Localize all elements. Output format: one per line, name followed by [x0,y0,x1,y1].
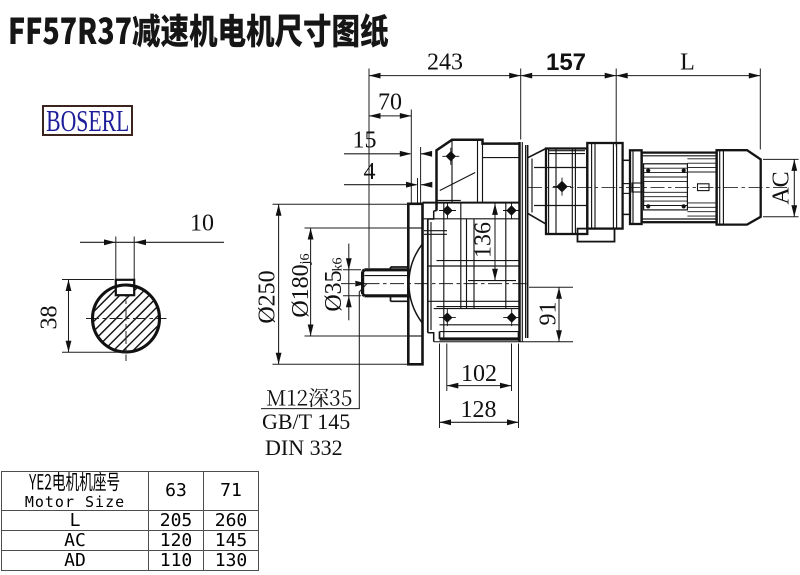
table-header-label-cell: Motor Size [1,471,149,511]
dim-spigot-fit: j6 [298,254,313,266]
row-value: 205 [148,510,204,531]
row-value: 120 [148,530,204,551]
dim-flange-dia: Ø250 [255,270,281,323]
thread-note [266,388,352,408]
motor-size-table: Motor Size 63 71 L 205 260 AC 120 145 AD… [1,471,259,571]
row-value: 110 [148,550,204,571]
motor [628,149,762,226]
table-row-L: L 205 260 [1,510,259,531]
bolt-hole-marker [503,202,520,219]
bolt-hole-marker [438,309,456,327]
dim-157: 157 [546,49,586,76]
dim-38-lines [62,279,127,353]
brand-logo: BOSERL [41,102,133,138]
keyway-slot [114,278,136,297]
dim-shaft-dia: Ø35 [321,270,347,311]
table-col-63: 63 [148,471,204,511]
dim-4: 4 [364,159,376,185]
row-value: 260 [203,510,259,531]
dimension-arrows [275,72,798,426]
din-standard-note: DIN 332 [265,435,343,460]
dim-spigot-dia: Ø180 [288,264,314,317]
gb-standard-note: GB/T 145 [262,409,350,434]
tie-rod-mark [646,204,651,209]
motor-size-label-en: Motor Size [24,493,126,511]
brand-logo-text: BOSERL [45,102,129,138]
row-label: AD [1,550,149,571]
dim-38: 38 [37,306,63,330]
dim-10: 10 [190,211,214,237]
row-label: AC [1,530,149,551]
row-value: 145 [203,530,259,551]
shaft-section-detail [62,236,224,361]
tie-rod-mark [681,168,686,173]
row-value: 130 [203,550,259,571]
page-title [10,13,389,48]
dim-L: L [680,50,695,76]
dim-AC: AC [769,171,795,204]
bolt-hole-marker [442,147,460,165]
bolt-hole-marker [439,202,456,219]
r37-pre-stage [527,141,631,243]
dim-70: 70 [378,90,402,116]
extension-lines [261,68,799,428]
dim-15: 15 [353,128,377,154]
bolt-hole-marker [503,309,521,327]
tie-rod-mark [646,168,651,173]
dim-shaft-fit: k6 [331,258,346,272]
motor-size-label-cn [29,472,120,492]
row-label: L [1,510,149,531]
dim-136: 136 [471,222,497,258]
gear-unit-outline [361,138,573,366]
table-row-AD: AD 110 130 [1,550,259,571]
table-col-71: 71 [203,471,259,511]
dim-keyway-lines [80,236,224,279]
dim-102: 102 [461,361,497,387]
table-row-AC: AC 120 145 [1,530,259,551]
table-header-row: Motor Size 63 71 [1,471,259,511]
dim-128: 128 [461,397,497,423]
tie-rod-mark [681,204,686,209]
dim-91: 91 [536,302,562,326]
bolt-hole-marker [553,177,571,196]
center-crosshair [86,284,167,361]
dim-243: 243 [427,50,463,76]
